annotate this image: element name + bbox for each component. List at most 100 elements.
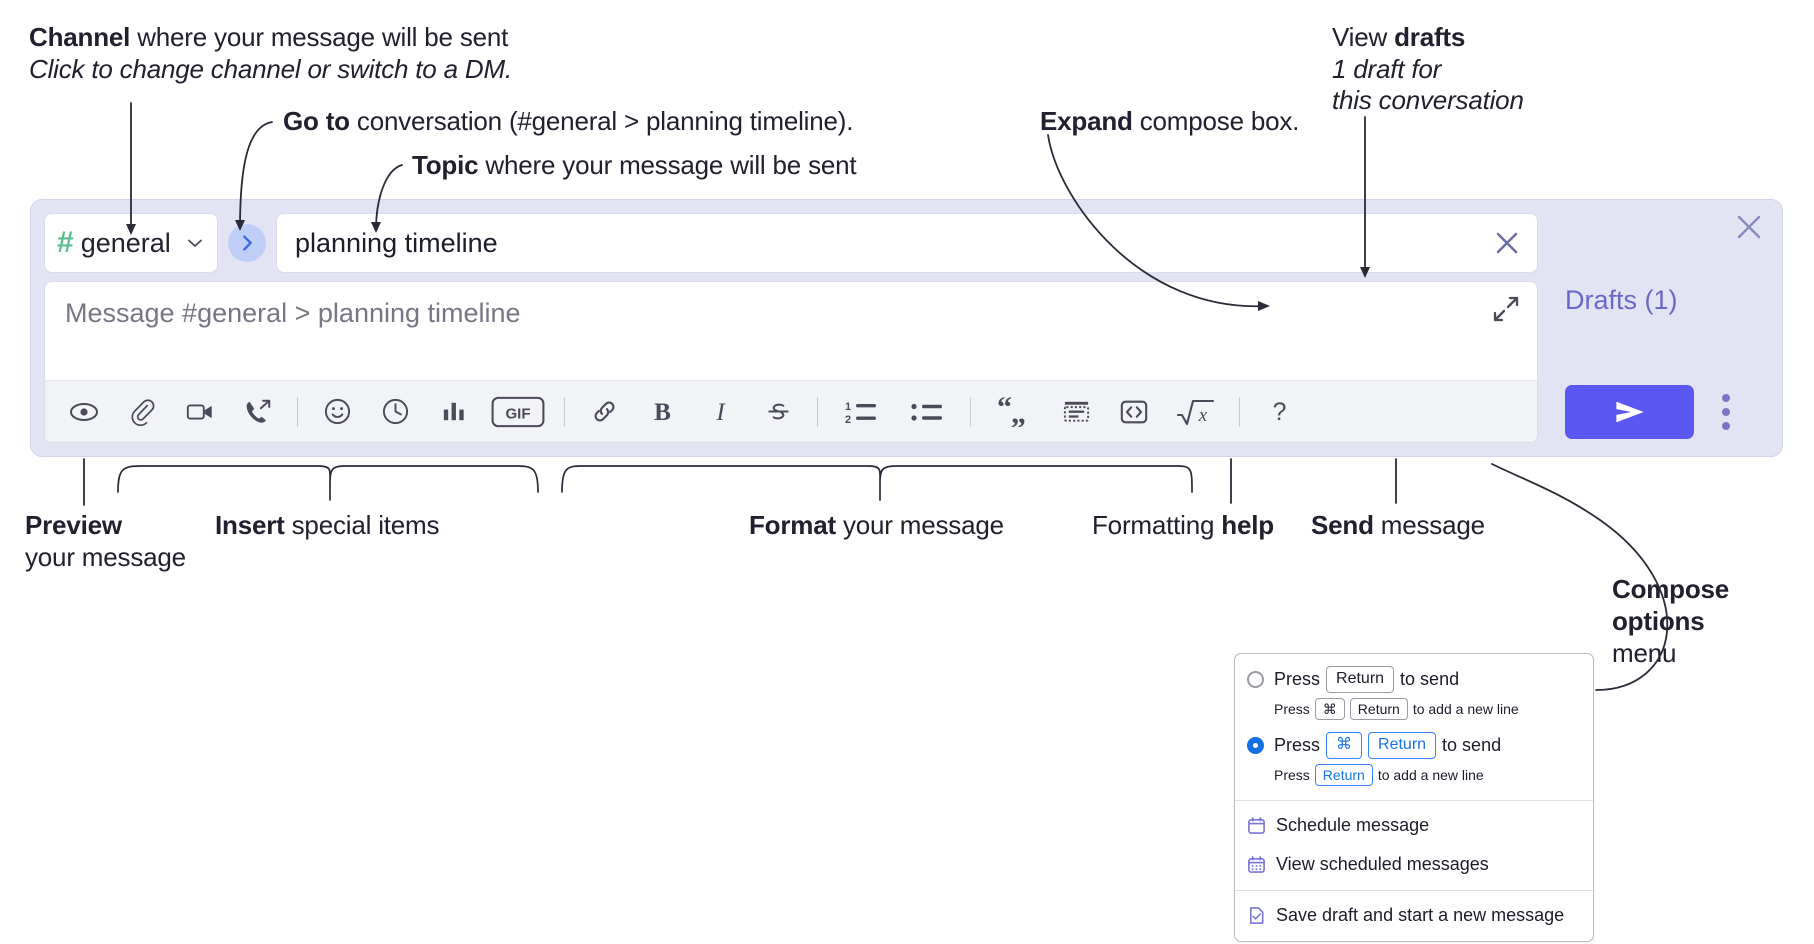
italic-icon[interactable]: I [698,390,742,434]
emoji-icon[interactable] [315,390,359,434]
annotation-format: Format your message [749,510,1004,540]
menu-divider [1235,889,1593,891]
schedule-group: Schedule message View scheduled messages [1235,801,1593,890]
key-command: ⌘ [1326,731,1363,759]
svg-text:„: „ [1011,397,1026,427]
annotation-goto: Go to conversation (#general > planning … [283,106,854,136]
toolbar-separator [817,396,818,427]
svg-text:1: 1 [845,401,851,413]
latex-icon[interactable]: x [1170,390,1222,434]
bulleted-list-icon[interactable] [901,390,953,434]
topic-value: planning timeline [295,227,498,258]
close-icon[interactable] [1491,227,1523,259]
menu-item-schedule-message[interactable]: Schedule message [1235,804,1593,845]
drafts-link[interactable]: Drafts (1) [1565,285,1678,315]
radio-button[interactable] [1247,670,1264,688]
channel-selector[interactable]: # general [44,213,218,273]
draft-group: Save draft and start a new message [1235,891,1593,941]
compose-options-button[interactable] [1711,388,1741,436]
svg-text:2: 2 [845,414,851,426]
compose-panel: # general planning timeline [30,199,1783,457]
option-sub-hint: Press Return to add a new line [1235,761,1593,792]
formatting-toolbar: GIF B I [45,380,1537,442]
video-clip-icon[interactable] [178,390,222,434]
poll-bars-icon[interactable] [431,390,475,434]
vertical-dots-icon [1722,394,1730,402]
strikethrough-icon[interactable] [756,390,800,434]
preview-message-icon[interactable] [62,390,106,434]
option-suffix: to send [1400,668,1460,689]
key-command: ⌘ [1314,697,1345,720]
message-placeholder: Message #general > planning timeline [65,298,521,328]
calendar-icon [1247,816,1266,835]
code-icon[interactable] [1112,390,1156,434]
audio-clip-icon[interactable] [236,390,280,434]
key-return: Return [1326,666,1395,693]
chevron-down-icon [185,233,205,253]
option-label: Press ⌘ Return to send [1274,731,1502,759]
svg-text:“: “ [997,397,1012,424]
vertical-dots-icon [1722,422,1730,430]
key-return: Return [1314,763,1373,786]
key-return: Return [1368,731,1437,759]
option-label: Press Return to send [1274,666,1459,693]
schedule-clock-icon[interactable] [373,390,417,434]
toolbar-separator [564,396,565,427]
hash-icon: # [57,226,74,259]
topic-field[interactable]: planning timeline [276,213,1538,273]
menu-item-save-draft[interactable]: Save draft and start a new message [1235,894,1593,935]
menu-item-label: Save draft and start a new message [1276,904,1565,925]
chevron-right-icon [243,235,252,251]
key-return: Return [1349,697,1408,720]
goto-conversation-button[interactable] [228,224,266,262]
send-shortcut-options: Press Return to send Press ⌘ Return to a… [1235,654,1593,800]
code-block-icon[interactable] [1054,390,1098,434]
option-prefix: Press [1274,668,1321,689]
radio-button-selected[interactable] [1247,736,1264,754]
option-suffix: to send [1442,734,1502,755]
blockquote-icon[interactable]: “„ [988,390,1040,434]
link-icon[interactable] [582,390,626,434]
menu-item-label: View scheduled messages [1276,853,1489,874]
expand-icon[interactable] [1489,292,1523,326]
compose-header-row: # general planning timeline [44,213,1538,273]
compose-inner: # general planning timeline [44,213,1538,445]
close-icon[interactable] [1734,212,1764,242]
save-draft-icon [1247,906,1266,925]
svg-text:B: B [654,399,671,426]
gif-icon[interactable]: GIF [489,390,547,434]
option-sub-hint: Press ⌘ Return to add a new line [1235,695,1593,726]
annotation-insert: Insert special items [215,510,440,540]
svg-text:?: ? [1272,398,1286,426]
vertical-dots-icon [1722,408,1730,416]
message-input[interactable]: Message #general > planning timeline [45,282,1537,380]
brace-insert [117,465,539,493]
attach-file-icon[interactable] [120,390,164,434]
annotation-expand: Expand compose box. [1040,106,1300,136]
message-box: Message #general > planning timeline [44,281,1538,443]
option-press-cmd-return-to-send[interactable]: Press ⌘ Return to send [1235,730,1593,761]
calendar-grid-icon [1247,855,1266,874]
bold-icon[interactable]: B [640,390,684,434]
compose-options-menu: Press Return to send Press ⌘ Return to a… [1234,653,1594,942]
send-button[interactable] [1565,385,1694,439]
formatting-help-icon[interactable]: ? [1257,390,1301,434]
menu-divider [1235,799,1593,801]
channel-name-label: general [80,227,171,258]
brace-format [561,465,1193,493]
menu-item-label: Schedule message [1276,814,1430,835]
option-press-return-to-send[interactable]: Press Return to send [1235,664,1593,695]
menu-item-view-scheduled-messages[interactable]: View scheduled messages [1235,845,1593,884]
compose-right-rail: Drafts (1) [1551,200,1784,458]
toolbar-separator [1239,396,1240,427]
svg-text:GIF: GIF [505,405,530,422]
toolbar-separator [970,396,971,427]
toolbar-separator [297,396,298,427]
annotation-topic: Topic where your message will be sent [412,150,857,180]
